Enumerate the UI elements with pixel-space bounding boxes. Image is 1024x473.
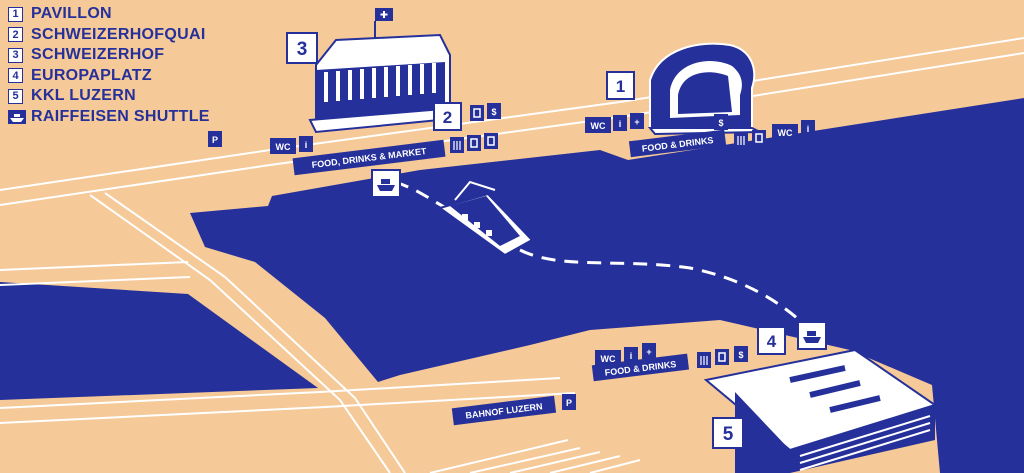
legend-item-europaplatz: 4 EUROPAPLATZ bbox=[8, 66, 210, 87]
badge-info-2[interactable]: i bbox=[299, 136, 313, 152]
svg-text:i: i bbox=[305, 140, 308, 150]
marker-3[interactable]: 3 bbox=[286, 32, 318, 64]
badge-drink-2a[interactable] bbox=[470, 105, 484, 121]
shuttle-stop-2[interactable] bbox=[371, 169, 401, 198]
legend-item-schweizerhofquai: 2 SCHWEIZERHOFQUAI bbox=[8, 25, 210, 46]
svg-text:5: 5 bbox=[723, 424, 734, 445]
marker-5[interactable]: 5 bbox=[712, 417, 744, 449]
svg-text:2: 2 bbox=[443, 108, 452, 127]
legend-label: PAVILLON bbox=[31, 5, 112, 23]
badge-drink-1[interactable] bbox=[752, 130, 766, 146]
svg-text:i: i bbox=[619, 119, 622, 129]
badge-money-2[interactable]: $ bbox=[487, 103, 501, 119]
legend-number: 5 bbox=[8, 88, 23, 104]
legend-number: 1 bbox=[8, 6, 23, 22]
cup-icon bbox=[470, 138, 478, 148]
svg-text:3: 3 bbox=[297, 39, 308, 60]
svg-text:WC: WC bbox=[591, 121, 606, 131]
cup-icon bbox=[473, 108, 481, 118]
badge-info-1[interactable]: i bbox=[613, 115, 627, 131]
legend-label: SCHWEIZERHOF bbox=[31, 46, 165, 64]
badge-drink-2b[interactable] bbox=[467, 135, 481, 151]
badge-wc-1[interactable]: WC bbox=[585, 117, 611, 133]
legend-number: 2 bbox=[8, 27, 23, 43]
badge-food-2[interactable] bbox=[450, 137, 464, 153]
legend-item-pavillon: 1 PAVILLON bbox=[8, 4, 210, 25]
svg-text:P: P bbox=[566, 398, 572, 408]
badge-wc-2[interactable]: WC bbox=[270, 138, 296, 154]
badge-wc-1b[interactable]: WC bbox=[772, 124, 798, 140]
svg-text:i: i bbox=[807, 124, 810, 134]
svg-text:+: + bbox=[634, 117, 639, 127]
legend-label: KKL LUZERN bbox=[31, 87, 136, 105]
badge-drink-4[interactable] bbox=[715, 349, 729, 365]
legend-label: RAIFFEISEN SHUTTLE bbox=[31, 107, 210, 125]
svg-text:WC: WC bbox=[601, 354, 616, 364]
legend: 1 PAVILLON 2 SCHWEIZERHOFQUAI 3 SCHWEIZE… bbox=[8, 4, 210, 127]
pond bbox=[0, 282, 318, 400]
legend-label: SCHWEIZERHOFQUAI bbox=[31, 25, 206, 43]
svg-text:+: + bbox=[646, 347, 651, 357]
cup-icon bbox=[487, 136, 495, 146]
label-food-drinks-1: FOOD & DRINKS bbox=[628, 129, 727, 158]
label-bahnhof: BAHNOF LUZERN bbox=[451, 395, 557, 426]
badge-first-aid-4[interactable]: + bbox=[642, 343, 656, 359]
badge-parking-bahnhof[interactable]: P bbox=[562, 394, 576, 410]
kkl-building bbox=[703, 348, 938, 473]
svg-text:1: 1 bbox=[616, 77, 625, 96]
badge-parking[interactable]: P bbox=[208, 131, 222, 147]
legend-number: 3 bbox=[8, 47, 23, 63]
badge-food-4[interactable] bbox=[697, 352, 711, 368]
svg-text:$: $ bbox=[718, 118, 723, 128]
legend-item-raiffeisen-shuttle: RAIFFEISEN SHUTTLE bbox=[8, 107, 210, 128]
badge-info-1b[interactable]: i bbox=[801, 120, 815, 136]
cup-icon bbox=[755, 133, 763, 143]
svg-text:$: $ bbox=[491, 107, 496, 117]
pavillon-building bbox=[647, 42, 761, 136]
marker-4[interactable]: 4 bbox=[757, 326, 786, 355]
badge-first-aid-1[interactable]: + bbox=[630, 113, 644, 129]
badge-food-1[interactable] bbox=[734, 132, 748, 148]
svg-text:P: P bbox=[212, 135, 218, 145]
cutlery-icon bbox=[737, 136, 745, 145]
badge-wc-4[interactable]: WC bbox=[595, 350, 621, 366]
label-food-drinks-4: FOOD & DRINKS bbox=[591, 353, 690, 382]
svg-text:4: 4 bbox=[767, 332, 777, 351]
badge-drink-2c[interactable] bbox=[484, 133, 498, 149]
badge-info-4[interactable]: i bbox=[624, 347, 638, 363]
legend-label: EUROPAPLATZ bbox=[31, 66, 152, 84]
boat-icon bbox=[8, 109, 26, 124]
badge-money-1[interactable]: $ bbox=[714, 114, 728, 130]
schweizerhof-building bbox=[308, 8, 462, 134]
svg-text:WC: WC bbox=[276, 142, 291, 152]
marker-2[interactable]: 2 bbox=[433, 102, 462, 131]
legend-item-kkl-luzern: 5 KKL LUZERN bbox=[8, 86, 210, 107]
cutlery-icon bbox=[700, 356, 708, 365]
badge-money-4[interactable]: $ bbox=[734, 346, 748, 362]
shuttle-stop-4[interactable] bbox=[797, 321, 827, 350]
legend-number: 4 bbox=[8, 68, 23, 84]
shuttle-boat bbox=[437, 180, 534, 257]
svg-text:$: $ bbox=[738, 350, 743, 360]
cutlery-icon bbox=[453, 141, 461, 150]
road-lines bbox=[0, 37, 1024, 473]
svg-text:i: i bbox=[630, 351, 633, 361]
marker-1[interactable]: 1 bbox=[606, 71, 635, 100]
cup-icon bbox=[718, 352, 726, 362]
svg-text:WC: WC bbox=[778, 128, 793, 138]
legend-item-schweizerhof: 3 SCHWEIZERHOF bbox=[8, 45, 210, 66]
